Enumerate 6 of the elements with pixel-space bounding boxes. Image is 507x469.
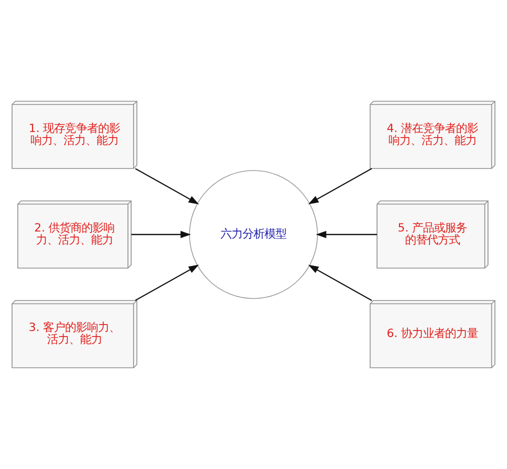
arrow [308, 168, 372, 204]
arrow [131, 230, 191, 238]
arrow [135, 264, 199, 301]
arrow [316, 230, 377, 238]
arrow [308, 264, 372, 301]
arrow [135, 168, 199, 204]
